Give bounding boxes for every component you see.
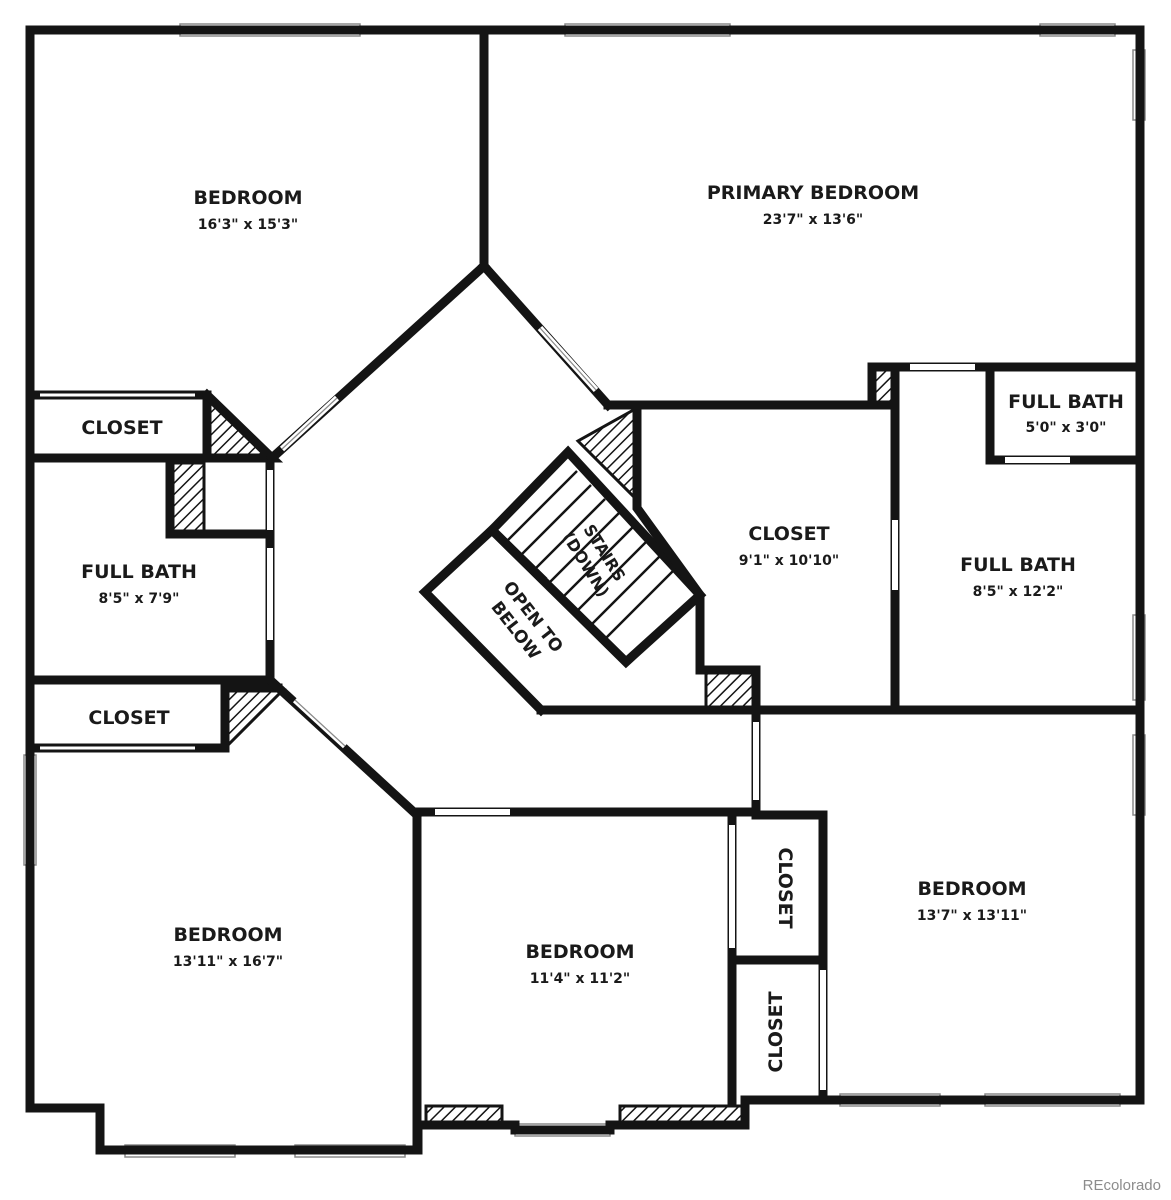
chase-sw — [226, 688, 287, 749]
bedroom-se-dims: 13'7" x 13'11" — [917, 908, 1027, 924]
closet-center-dims: 9'1" x 10'10" — [739, 553, 839, 569]
bedroom-sw-name: BEDROOM — [173, 924, 282, 946]
closet-center-name: CLOSET — [748, 523, 829, 545]
primary-bedroom-name: PRIMARY BEDROOM — [707, 182, 919, 204]
room-labels: BEDROOM 16'3" x 15'3" PRIMARY BEDROOM 23… — [81, 182, 1124, 1073]
bedroom-s-name: BEDROOM — [525, 941, 634, 963]
bedroom-nw-dims: 16'3" x 15'3" — [198, 217, 298, 233]
watermark: REcolorado — [1082, 1177, 1161, 1194]
closet-se-upper-name: CLOSET — [774, 847, 796, 928]
bedroom-sw-dims: 13'11" x 16'7" — [173, 954, 283, 970]
full-bath-e-dims: 8'5" x 12'2" — [973, 584, 1064, 600]
chase-center — [704, 668, 758, 710]
full-bath-w-name: FULL BATH — [81, 561, 197, 583]
full-bath-e-small-name: FULL BATH — [1008, 391, 1124, 413]
chase-stairs — [575, 405, 639, 504]
full-bath-e-small-dims: 5'0" x 3'0" — [1026, 420, 1107, 436]
bedroom-nw-name: BEDROOM — [193, 187, 302, 209]
chase-w — [171, 461, 206, 533]
bedroom-s-dims: 11'4" x 11'2" — [530, 971, 630, 987]
primary-bedroom-dims: 23'7" x 13'6" — [763, 212, 863, 228]
openings — [40, 325, 1070, 1090]
bedroom-se-name: BEDROOM — [917, 878, 1026, 900]
closet-w-lower-name: CLOSET — [88, 707, 169, 729]
full-bath-w-dims: 8'5" x 7'9" — [99, 591, 180, 607]
closet-se-lower-name: CLOSET — [765, 991, 787, 1072]
closet-w-upper-name: CLOSET — [81, 417, 162, 439]
full-bath-e-name: FULL BATH — [960, 554, 1076, 576]
